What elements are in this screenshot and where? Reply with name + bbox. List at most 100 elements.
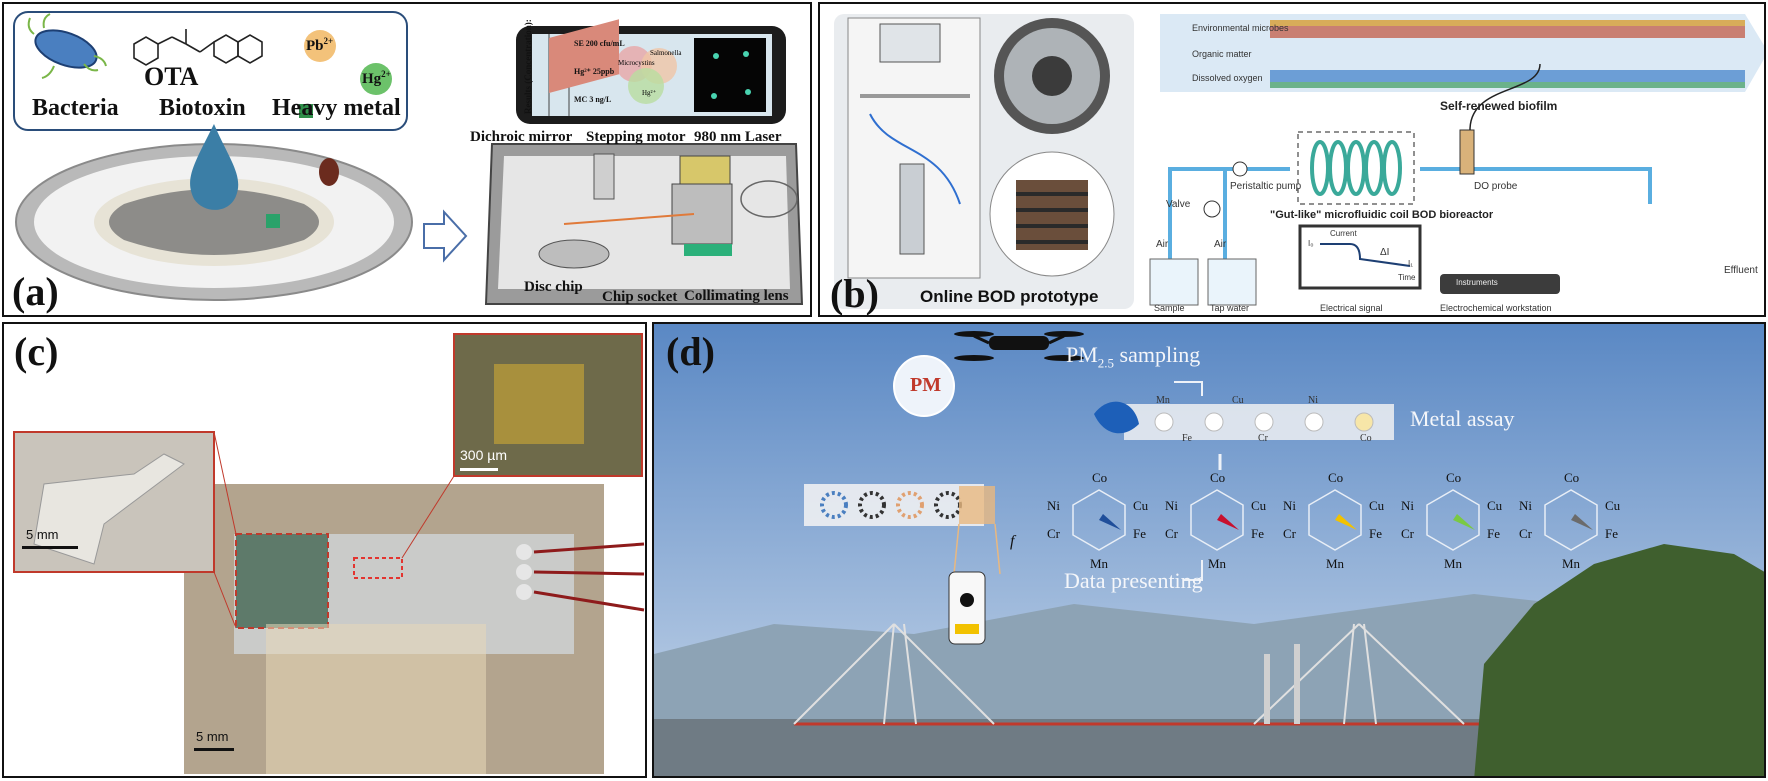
presenting-label: Data presenting: [1064, 568, 1203, 593]
panel-b: (b) Online BOD prototype Environmental m…: [818, 2, 1766, 317]
radar-value-wedge: [1099, 514, 1121, 530]
assay-metal-co: Co: [1360, 433, 1372, 444]
valve-label: Valve: [1166, 199, 1191, 210]
radar-axis-label-lr: Fe: [1369, 526, 1382, 541]
bioreactor-frame: [1297, 131, 1415, 205]
pump-label: Peristaltic pump: [1230, 181, 1302, 192]
main-scale: 5 mm: [196, 729, 229, 744]
signal-label: Electrical signal: [1320, 303, 1383, 313]
hg-ion-icon: [360, 63, 392, 95]
radar-axis-label-ur: Cu: [1251, 498, 1267, 513]
panel-c-label: (c): [14, 329, 59, 374]
stepping-motor-label: Stepping motor: [586, 129, 686, 145]
microfluidic-coil: [1310, 140, 1402, 196]
radar-axis-label-bottom: Mn: [1444, 556, 1463, 571]
plot-delta-label: ΔI: [1380, 247, 1390, 258]
sample-beaker: [1149, 258, 1199, 306]
radar-axis-label-bottom: Mn: [1090, 556, 1109, 571]
effluent-label: Effluent: [1724, 265, 1758, 276]
radar-axis-label-ll: Cr: [1047, 526, 1061, 541]
ota-label: OTA: [144, 62, 199, 91]
radar-axis-label-ul: Ni: [1165, 498, 1178, 513]
dichroic-mirror-label: Dichroic mirror: [470, 129, 573, 145]
tap-water-beaker: [1207, 258, 1257, 306]
chip-clamp-frame: [235, 533, 329, 629]
legend-microbes: Environmental microbes: [1192, 23, 1289, 33]
plot-y-label: Current: [1330, 229, 1357, 238]
panel-d-label: (d): [666, 329, 715, 374]
sample-label: Sample: [1154, 303, 1185, 313]
panel-c-graphic: [13, 333, 645, 774]
radar-axis-label-ul: Ni: [1047, 498, 1060, 513]
radar-value-wedge: [1335, 514, 1357, 530]
phone-row-2: Hg²⁺ 25ppb: [574, 67, 615, 76]
radar-axis-label-bottom: Mn: [1208, 556, 1227, 571]
phone-row-1: SE 200 cfu/mL: [574, 39, 625, 48]
radar-axis-label-ur: Cu: [1487, 498, 1503, 513]
radar-axis-label-bottom: Mn: [1326, 556, 1345, 571]
collimating-lens-label: Collimating lens: [684, 288, 789, 304]
hg-ion-label: Hg2+: [362, 69, 391, 87]
biotoxin-label: Biotoxin: [159, 95, 246, 121]
tap-water-label: Tap water: [1210, 303, 1250, 313]
assay-label: Metal assay: [1410, 406, 1515, 431]
panel-b-graphic: [834, 14, 1764, 309]
radar-axis-label-ll: Cr: [1519, 526, 1533, 541]
radar-outline: [1308, 489, 1362, 551]
radar-axis-label-top: Co: [1328, 470, 1343, 485]
pb-ion-icon: [304, 30, 336, 62]
radar-axis-label-ll: Cr: [1401, 526, 1415, 541]
flow-arrow-icon: [423, 209, 468, 263]
sensor-frame: [353, 557, 403, 579]
radar-axis-label-top: Co: [1446, 470, 1461, 485]
tree-canopy: [1474, 544, 1764, 776]
venn-label-2: Salmonella: [650, 49, 682, 57]
radar-axis-label-bottom: Mn: [1562, 556, 1581, 571]
phone-results-header: Results (Concentration):: [523, 19, 533, 114]
workstation-label: Electrochemical workstation: [1440, 303, 1552, 313]
assay-metal-ni: Ni: [1308, 395, 1318, 406]
panel-a: (a) Bacteria OTA Biotoxin Heavy metal Pb…: [2, 2, 812, 317]
radar-outline: [1072, 489, 1126, 551]
disc-chip-label: Disc chip: [524, 279, 583, 295]
radar-outline: [1190, 489, 1244, 551]
radar-axis-label-ur: Cu: [1133, 498, 1149, 513]
radar-axis-label-lr: Fe: [1605, 526, 1618, 541]
device-housing: [484, 19, 804, 305]
radar-axis-label-ll: Cr: [1283, 526, 1297, 541]
biofilm-label: Self-renewed biofilm: [1440, 99, 1558, 113]
instrument-label: Instruments: [1456, 278, 1498, 287]
plot-i1-label: I₁: [1408, 259, 1413, 268]
arrow-1: [1174, 381, 1203, 396]
bacteria-label: Bacteria: [32, 95, 119, 121]
legend-oxygen: Dissolved oxygen: [1192, 73, 1263, 83]
do-probe-label: DO probe: [1474, 181, 1518, 192]
chip-socket-label: Chip socket: [602, 289, 678, 305]
radar-axis-label-lr: Fe: [1487, 526, 1500, 541]
top-inset-scale: 300 µm: [460, 447, 507, 463]
pm-badge: [893, 355, 955, 417]
venn-label-1: Microcystins: [618, 59, 655, 67]
radar-axis-label-ur: Cu: [1369, 498, 1385, 513]
assay-metal-cu: Cu: [1232, 395, 1244, 406]
assay-metal-mn: Mn: [1156, 395, 1170, 406]
sampling-label: PM2.5 sampling: [1066, 342, 1201, 371]
radar-outline: [1426, 489, 1480, 551]
detection-strip: [804, 484, 984, 526]
flow-pipe: [1168, 167, 1652, 204]
prototype-caption: Online BOD prototype: [920, 287, 1099, 306]
radar-axis-label-top: Co: [1564, 470, 1579, 485]
workstation-box: [1440, 274, 1560, 294]
plot-i0-label: I₀: [1308, 239, 1314, 248]
arrow-3: [1184, 560, 1203, 581]
plot-x-label: Time: [1398, 273, 1416, 282]
radar-outline: [1544, 489, 1598, 551]
radar-axis-label-lr: Fe: [1133, 526, 1146, 541]
